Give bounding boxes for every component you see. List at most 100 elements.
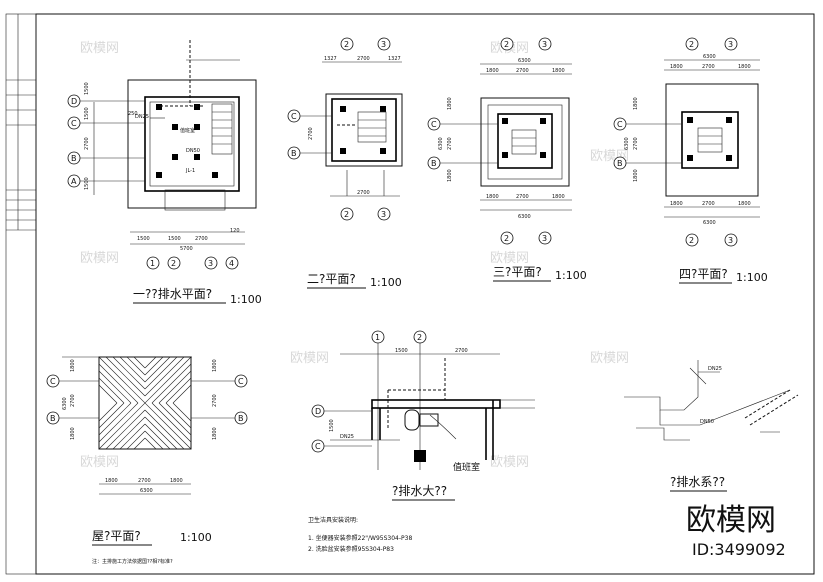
foot-note: 注：主排施工方法依据国??相?标准? — [92, 558, 173, 565]
dim-label: 1800 — [105, 478, 118, 484]
axis-label: 3 — [381, 210, 386, 219]
dim-label: 120 — [230, 228, 240, 234]
dim-label: 2700 — [447, 137, 453, 150]
dim-label: 2700 — [633, 137, 639, 150]
plan-2: 2 3 1327 2700 1327 2700 2 3 C B 2700 二?平… — [287, 37, 403, 289]
dim-label: 6300 — [438, 137, 444, 150]
axis-label: C — [291, 112, 297, 121]
dim-label: 250 — [128, 111, 138, 117]
axis-label: B — [238, 414, 244, 423]
riser-label: JL-1 — [185, 168, 195, 174]
inlet-label: DN50 — [186, 148, 200, 154]
room-label: 值班室 — [453, 461, 480, 473]
axis-label: 3 — [542, 234, 547, 243]
roof-plan: C B C B 1800 2700 1800 6300 1800 2700 18… — [46, 356, 248, 565]
dim-label: 1800 — [170, 478, 183, 484]
dim-label: 1500 — [395, 348, 408, 354]
axis-label: 2 — [417, 333, 422, 342]
dim-label: 2700 — [212, 394, 218, 407]
detail-drawing: 1 2 1500 2700 D C 1500 DN25 值班室 ?排水大?? 卫… — [308, 330, 535, 553]
detail-title: ?排水大?? — [392, 484, 447, 498]
axis-label: B — [431, 159, 437, 168]
axis-label: B — [291, 149, 297, 158]
dim-label: 1800 — [70, 359, 76, 372]
watermark: 欧模网 — [490, 455, 529, 470]
dim-label: 5700 — [180, 246, 193, 252]
axis-label: 1 — [375, 333, 380, 342]
dim-label: 2700 — [516, 68, 529, 74]
dim-label: 1800 — [70, 427, 76, 440]
system-diagram: DN25 DN50 ?排水系?? — [624, 360, 799, 492]
dim-label: 2700 — [138, 478, 151, 484]
dim-label: 6300 — [703, 54, 716, 60]
dim-label: 1500 — [84, 177, 90, 190]
axis-label: 2 — [504, 234, 509, 243]
dim-label: 2700 — [516, 194, 529, 200]
plan-scale: 1:100 — [370, 276, 402, 289]
dim-label: 1800 — [670, 64, 683, 70]
dim-label: 1800 — [670, 201, 683, 207]
axis-label: 2 — [504, 40, 509, 49]
dim-label: 1800 — [486, 68, 499, 74]
axis-label: B — [71, 154, 77, 163]
watermark: 欧模网 — [80, 455, 119, 470]
plan-title: 屋?平面? — [92, 529, 141, 543]
dim-label: 1800 — [212, 427, 218, 440]
dim-label: 1800 — [552, 194, 565, 200]
notes-item: 1. 坐便器安装参照22"/W95S304-P38 — [308, 534, 412, 542]
notes-heading: 卫生洁具安装说明: — [308, 516, 358, 524]
axis-label: B — [50, 414, 56, 423]
dim-label: 1500 — [84, 107, 90, 120]
watermark: 欧模网 — [290, 351, 329, 366]
room-label: 值班室 — [180, 127, 195, 134]
axis-label: D — [315, 407, 321, 416]
axis-label: 3 — [728, 236, 733, 245]
axis-label: B — [617, 159, 623, 168]
dim-label: 2700 — [357, 190, 370, 196]
axis-label: C — [315, 442, 321, 451]
axis-label: C — [431, 120, 437, 129]
dim-label: 1327 — [388, 56, 401, 62]
dim-label: 2700 — [702, 201, 715, 207]
dim-label: 1500 — [329, 419, 335, 432]
axis-label: 4 — [229, 259, 234, 268]
plan-1: 值班室 DN25 DN50 JL-1 1500 1500 2700 1500 1… — [67, 40, 262, 306]
dim-label: 1500 — [168, 236, 181, 242]
dim-label: 1800 — [486, 194, 499, 200]
axis-label: 2 — [344, 210, 349, 219]
watermark: 欧模网 — [80, 41, 119, 56]
pipe-label: DN50 — [700, 419, 714, 425]
plan-3: 2 3 6300 1800 2700 1800 1800 2700 1800 6… — [427, 37, 587, 282]
plan-scale: 1:100 — [736, 271, 768, 284]
pipe-label: DN25 — [340, 434, 354, 440]
plan-title: 二?平面? — [307, 272, 356, 286]
axis-label: 3 — [208, 259, 213, 268]
axis-label: 1 — [150, 259, 155, 268]
watermark-group: 欧模网 欧模网 欧模网 欧模网 欧模网 欧模网 欧模网 欧模网 欧模网 — [80, 41, 629, 470]
axis-label: C — [238, 377, 244, 386]
pipe-label: DN25 — [135, 114, 149, 120]
dim-label: 1327 — [324, 56, 337, 62]
plan-4: 2 3 6300 1800 2700 1800 1800 2700 1800 6… — [613, 37, 768, 284]
axis-label: C — [50, 377, 56, 386]
brand-name: 欧模网 — [686, 503, 776, 538]
axis-label: 2 — [689, 40, 694, 49]
notes-item: 2. 洗脸盆安装参照95S304-P83 — [308, 545, 394, 553]
dim-label: 1800 — [738, 201, 751, 207]
pipe-label: DN25 — [708, 366, 722, 372]
plan-scale: 1:100 — [555, 269, 587, 282]
dim-label: 6300 — [518, 214, 531, 220]
dim-label: 2700 — [308, 127, 314, 140]
axis-label: C — [71, 119, 77, 128]
dim-label: 6300 — [62, 397, 68, 410]
plan-title: 四?平面? — [679, 267, 728, 281]
dim-label: 2700 — [84, 137, 90, 150]
axis-label: C — [617, 120, 623, 129]
plan-scale: 1:100 — [230, 293, 262, 306]
dim-label: 1500 — [137, 236, 150, 242]
title-strip — [5, 13, 37, 575]
axis-label: 3 — [381, 40, 386, 49]
watermark: 欧模网 — [490, 251, 529, 266]
dim-label: 1800 — [447, 97, 453, 110]
